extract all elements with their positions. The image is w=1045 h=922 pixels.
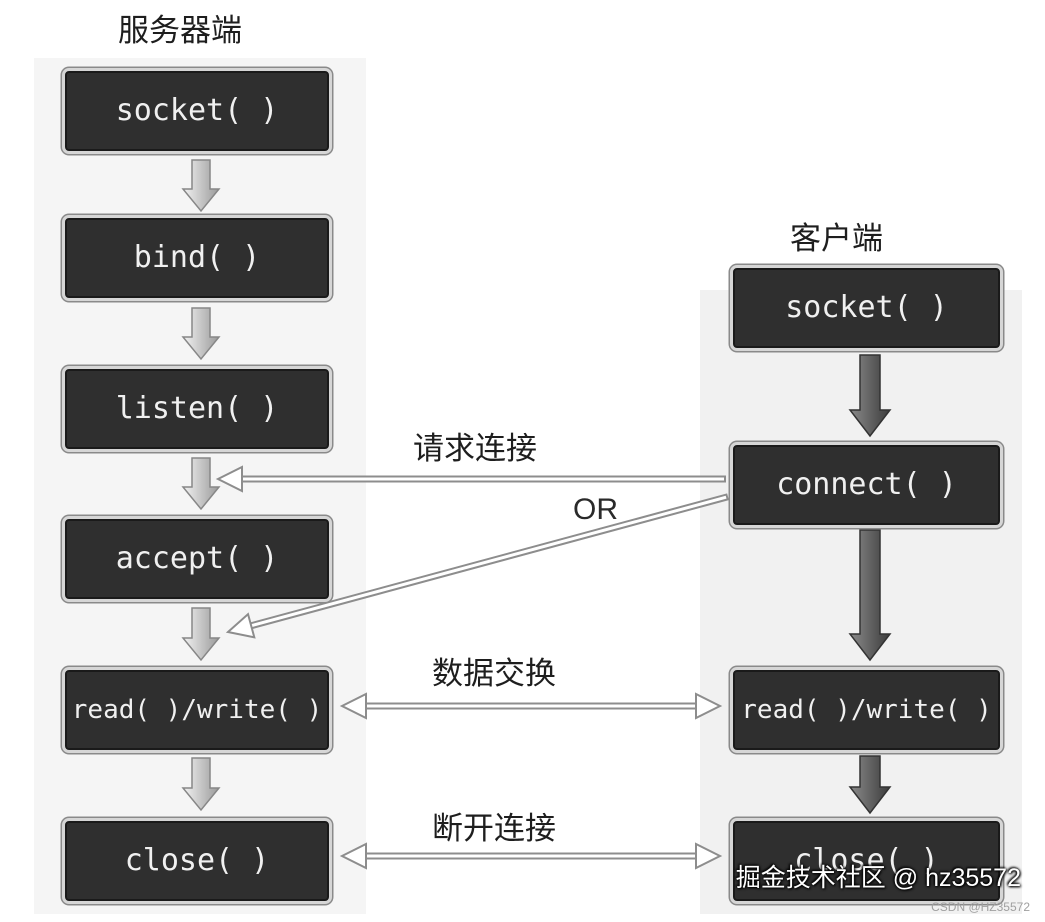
server-arrow-accept-to-read-write <box>181 607 221 662</box>
server-socket-box: socket( ) <box>62 68 332 154</box>
disconnect-arrow-head-left <box>339 842 367 870</box>
client-socket-label: socket( ) <box>785 290 948 325</box>
server-arrow-bind-to-listen <box>181 307 221 361</box>
or-arrow-head <box>225 612 256 639</box>
server-socket-label: socket( ) <box>115 93 279 128</box>
request-connection-arrow <box>215 465 726 493</box>
server-arrow-socket-to-bind <box>181 159 221 213</box>
server-read-write-label: read( )/write( ) <box>71 695 323 725</box>
client-connect-box: connect( ) <box>730 442 1003 528</box>
server-bind-label: bind( ) <box>133 240 261 275</box>
server-arrow-listen-to-accept <box>181 457 221 511</box>
client-arrow-read-write-to-close <box>848 755 892 815</box>
disconnect-label: 断开连接 <box>432 811 556 847</box>
server-accept-label: accept( ) <box>115 541 279 576</box>
request-arrow-head <box>215 465 243 493</box>
server-close-label: close( ) <box>124 843 270 878</box>
or-label: OR <box>573 493 618 526</box>
or-connection-arrow <box>225 493 729 639</box>
server-close-box: close( ) <box>62 818 332 904</box>
client-connect-label: connect( ) <box>776 467 957 502</box>
server-title: 服务器端 <box>118 13 242 49</box>
server-arrow-read-write-to-close <box>181 757 221 812</box>
data-exchange-arrow <box>339 692 723 720</box>
or-arrow-line-inner <box>243 495 727 630</box>
data-exchange-label: 数据交换 <box>432 656 556 692</box>
server-bind-box: bind( ) <box>62 215 332 301</box>
exchange-arrow-head-right <box>695 692 723 720</box>
client-title: 客户端 <box>790 221 883 257</box>
request-connection-label: 请求连接 <box>413 431 537 467</box>
server-read-write-box: read( )/write( ) <box>62 667 332 753</box>
server-accept-box: accept( ) <box>62 516 332 602</box>
disconnect-arrow-head-right <box>695 842 723 870</box>
client-read-write-box: read( )/write( ) <box>730 667 1003 753</box>
server-listen-label: listen( ) <box>115 391 279 426</box>
client-arrow-socket-to-connect <box>848 354 892 438</box>
juejin-watermark: 掘金技术社区 @ hz35572 <box>735 864 1021 892</box>
client-close-box: close( ) <box>730 818 1003 904</box>
disconnect-arrow <box>339 842 723 870</box>
server-listen-box: listen( ) <box>62 366 332 452</box>
client-arrow-connect-to-read-write <box>848 529 892 662</box>
client-close-label: close( ) <box>794 843 939 878</box>
client-read-write-label: read( )/write( ) <box>741 695 992 725</box>
exchange-arrow-head-left <box>339 692 367 720</box>
csdn-watermark: CSDN @HZ35572 <box>931 900 1030 914</box>
client-socket-box: socket( ) <box>730 265 1003 351</box>
